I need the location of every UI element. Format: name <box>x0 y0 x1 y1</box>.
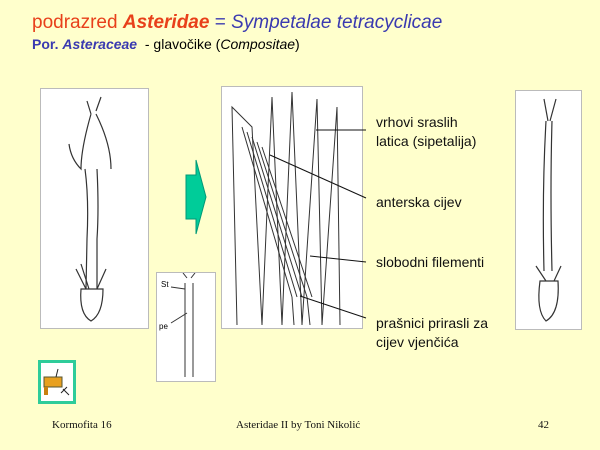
footer-page-number: 42 <box>538 419 549 431</box>
desk-figure-icon <box>43 368 70 396</box>
label-petal-tips: vrhovi sraslih latica (sipetalija) <box>376 113 476 151</box>
small-detail-drawing: St pe <box>156 272 216 382</box>
footer-center: Asteridae II by Toni Nikolić <box>236 419 361 431</box>
label-st: St <box>161 280 169 289</box>
stamen-drawing <box>515 90 582 330</box>
slide-subtitle: Por. Asteraceae - glavočike (Compositae) <box>32 36 300 52</box>
arrow-right-icon <box>185 159 207 235</box>
label-adnate-stamens: prašnici prirasli za cijev vjenčića <box>376 314 488 352</box>
anther-tube-drawing <box>221 86 363 329</box>
label-filaments: slobodni filementi <box>376 253 484 272</box>
subtitle-alt: Compositae <box>220 36 296 52</box>
subtitle-common: - glavočike ( <box>137 36 221 52</box>
label-line: slobodni filementi <box>376 254 485 270</box>
label-line: latica (sipetalija) <box>376 133 477 149</box>
label-pe: pe <box>159 322 168 331</box>
title-eq: = <box>209 12 232 33</box>
stamen-illustration <box>535 98 562 322</box>
slide-title: podrazred Asteridae = Sympetalae tetracy… <box>32 12 442 34</box>
title-taxon: Asteridae <box>122 12 210 33</box>
label-line: prašnici prirasli za <box>376 315 489 331</box>
label-line: vrhovi sraslih <box>376 114 458 130</box>
title-prefix: podrazred <box>32 12 123 33</box>
label-line: anterska cijev <box>376 194 462 210</box>
floret-illustration <box>68 96 112 322</box>
floret-drawing <box>40 88 149 329</box>
footer-left: Kormofita 16 <box>52 419 112 431</box>
detail-illustration: St pe <box>159 273 196 377</box>
label-line: cijev vjenčića <box>376 334 459 350</box>
label-anther-tube: anterska cijev <box>376 193 462 212</box>
subtitle-close: ) <box>295 36 300 52</box>
anther-tube-illustration <box>231 91 341 326</box>
subtitle-por: Por. <box>32 36 63 52</box>
title-synonym: Sympetalae tetracyclicae <box>231 12 443 33</box>
subtitle-family: Asteraceae <box>62 36 138 52</box>
home-action-button[interactable] <box>38 360 76 404</box>
